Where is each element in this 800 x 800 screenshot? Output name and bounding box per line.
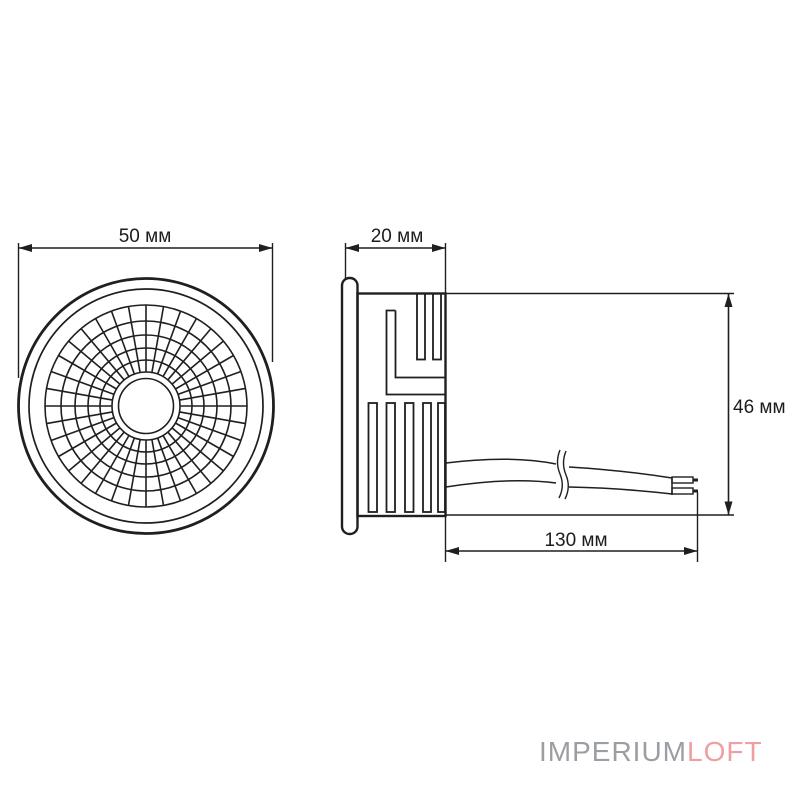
wire-pin-upper [671, 476, 694, 484]
wire-pin-lower [671, 487, 694, 495]
reflector-spoke [179, 387, 246, 401]
reflector-spoke [171, 340, 224, 385]
reflector-spoke [58, 354, 117, 390]
reflector-spoke [156, 310, 182, 375]
arrowhead-left [345, 244, 359, 252]
fin-slot [437, 402, 446, 513]
dimension-label-cable-length: 130 мм [544, 530, 607, 551]
reflector-spoke [50, 416, 115, 442]
reflector-facets [44, 304, 248, 508]
reflector-spoke [177, 370, 242, 396]
front-outer-circle [17, 277, 275, 535]
reflector-spoke [167, 431, 212, 484]
fin-slot [422, 402, 432, 513]
reflector-spoke [68, 427, 121, 472]
l-shaped-groove [385, 309, 446, 396]
fin-slot [385, 402, 396, 513]
led-hole-inner-circle [117, 377, 175, 435]
watermark-part1: IMPERIUM [539, 736, 687, 767]
break-mark [556, 449, 563, 499]
wire-pin-upper-tip [693, 478, 698, 482]
reflector-spoke [156, 437, 182, 502]
reflector-spoke [175, 422, 234, 458]
fin-slot [404, 402, 415, 513]
bezel-flange [340, 276, 359, 536]
reflector-spoke [110, 437, 136, 502]
watermark-part2: LOFT [687, 736, 763, 767]
dimension-label-height: 46 мм [733, 397, 786, 418]
reflector-spoke [46, 387, 113, 401]
reflector-spoke [58, 422, 117, 458]
wire-bottom-edge [445, 480, 673, 495]
break-mark [562, 450, 569, 500]
watermark-logo: IMPERIUMLOFT [539, 736, 763, 767]
arrowhead-left [18, 244, 32, 252]
arrowhead-right [432, 244, 446, 252]
reflector-spoke [94, 318, 130, 377]
led-hole-outer-circle [111, 371, 181, 441]
reflector-spoke [177, 416, 242, 442]
dimension-diameter-50mm: 50 мм [17, 226, 274, 378]
reflector-spoke [162, 435, 198, 494]
top-slot-2 [432, 292, 442, 361]
reflector-spoke [80, 328, 125, 381]
wire-pin-lower-tip [693, 489, 698, 493]
arrowhead-down [724, 501, 733, 515]
dimension-height-46mm: 46 мм [445, 292, 786, 516]
reflector-spoke [127, 306, 141, 373]
front-inner-rim-circle [28, 288, 264, 524]
wire-top-edge [445, 458, 673, 479]
dimension-label-diameter: 50 мм [119, 226, 172, 247]
reflector-spoke [162, 318, 198, 377]
arrowhead-right [684, 547, 698, 555]
reflector-spoke [179, 411, 246, 425]
front-view [17, 277, 275, 535]
arrowhead-left [445, 547, 459, 555]
dimension-label-depth: 20 мм [371, 226, 424, 247]
dimension-depth-20mm: 20 мм [344, 226, 447, 294]
reflector-ring [99, 359, 193, 453]
reflector-spoke [50, 370, 115, 396]
side-view [340, 276, 698, 536]
arrowhead-up [724, 293, 733, 307]
reflector-spoke [127, 439, 141, 506]
reflector-spoke [110, 310, 136, 375]
reflector-spoke [68, 340, 121, 385]
reflector-spoke [46, 411, 113, 425]
supply-wire [445, 449, 698, 500]
heatsink-fins [367, 402, 446, 513]
reflector-spoke [151, 306, 165, 373]
reflector-spoke [171, 427, 224, 472]
arrowhead-right [259, 244, 273, 252]
reflector-spoke [167, 328, 212, 381]
fin-slot [367, 402, 378, 513]
reflector-spoke [151, 439, 165, 506]
reflector-spoke [94, 435, 130, 494]
reflector-spoke [80, 431, 125, 484]
top-slot-1 [416, 292, 426, 361]
dimension-cable-130mm: 130 мм [444, 492, 699, 562]
reflector-spoke [175, 354, 234, 390]
